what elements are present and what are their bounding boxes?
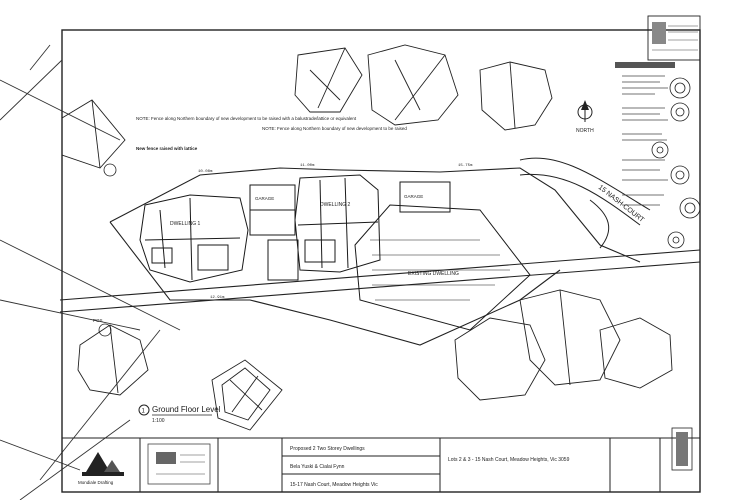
area-schedule	[615, 62, 675, 206]
dwelling-1-label: DWELLING 1	[170, 221, 201, 227]
title-block-frame	[61, 437, 701, 493]
court-curve	[519, 157, 651, 249]
garage-1-label: GARAGE	[404, 194, 423, 199]
project-title: Proposed 2 Two Storey Dwellings	[290, 446, 365, 452]
roof-outlines	[61, 44, 673, 431]
dimension-4: 12.91m	[210, 296, 225, 300]
dimension-2: 11.00m	[300, 164, 315, 168]
north-arrow-icon	[577, 100, 593, 122]
street-label: 15 NASH COURT	[597, 184, 646, 224]
dimension-1: 10.08m	[198, 170, 213, 174]
existing-dwelling-label: EXISTING DWELLING	[408, 271, 459, 277]
lots-description: Lots 2 & 3 - 15 Nash Court, Meadow Heigh…	[448, 457, 570, 463]
project-address: 15-17 Nash Court, Meadow Heights Vic	[290, 482, 378, 488]
company-name: Mondiale Drafting	[78, 480, 114, 485]
fence-note-2: NOTE: Fence along Northern boundary of n…	[262, 126, 407, 131]
existing-dwelling-plan	[354, 204, 531, 331]
dwelling-2-label: DWELLING 2	[320, 202, 351, 208]
property-boundary	[59, 167, 701, 346]
revision-stamp	[647, 15, 701, 61]
drawing-number-box	[671, 427, 693, 471]
approval-stamp	[147, 443, 211, 485]
pos-label: POS	[93, 318, 103, 323]
north-label: NORTH	[576, 128, 594, 134]
bold-note: New fence raised with lattice	[136, 146, 198, 151]
view-title: Ground Floor Level	[152, 405, 221, 414]
garages-plan	[249, 181, 451, 281]
client-name: Bela Yuski & Cialai Fynn	[290, 464, 345, 470]
construction-lines	[0, 44, 181, 500]
view-marker-icon	[138, 404, 150, 416]
fence-note-1: NOTE: Fence along Northern boundary of n…	[136, 116, 357, 121]
garage-2-label: GARAGE	[255, 196, 274, 201]
company-logo	[82, 452, 124, 476]
dimension-3: 15.75m	[458, 164, 473, 168]
dwelling-2-plan	[294, 174, 381, 273]
dwelling-1-plan	[139, 194, 249, 283]
view-marker-number: 1	[142, 409, 146, 415]
tree-icons	[98, 77, 701, 337]
view-scale: 1:100	[152, 418, 165, 424]
